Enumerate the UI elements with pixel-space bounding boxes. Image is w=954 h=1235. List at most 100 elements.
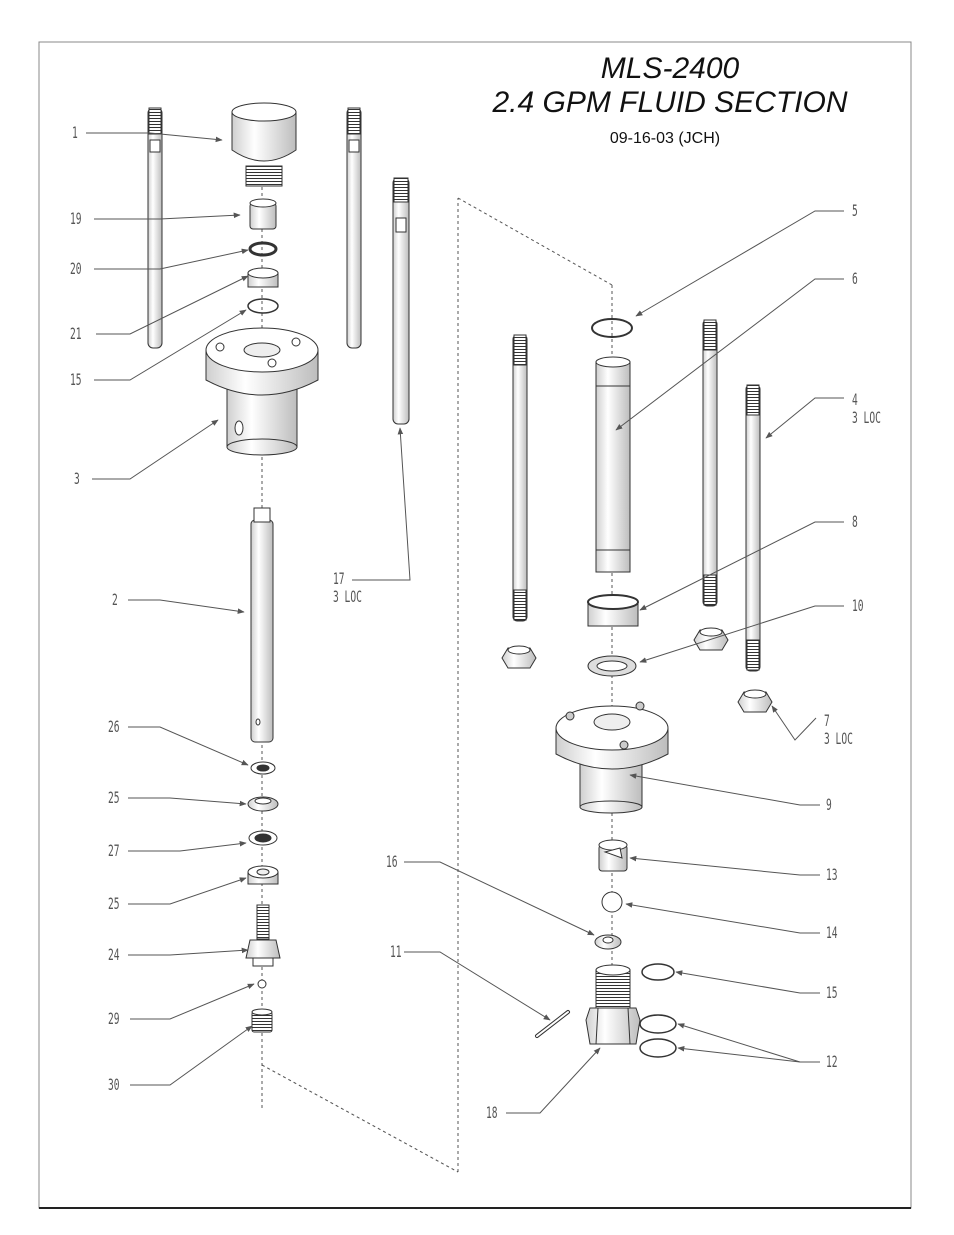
leader-10 (640, 606, 844, 662)
callout-19: 19 (70, 210, 82, 228)
part-20 (250, 243, 276, 255)
model-title: MLS-2400 (540, 52, 800, 86)
callout-8: 8 (852, 513, 858, 531)
leader-19 (94, 215, 240, 219)
callout-20: 20 (70, 260, 82, 278)
callout-16: 16 (386, 853, 398, 871)
part-16 (595, 935, 621, 949)
leader-13 (630, 858, 820, 875)
callout-25-lower: 25 (108, 895, 120, 913)
nut-1 (502, 646, 536, 668)
rod-17 (393, 178, 409, 424)
leader-21 (96, 276, 248, 334)
nut-7 (738, 690, 772, 712)
part-25-upper (248, 797, 278, 811)
part-29-ball (258, 980, 266, 988)
part-6-cylinder (596, 357, 630, 572)
callout-11: 11 (390, 943, 402, 961)
part-8 (588, 595, 638, 626)
callout-17-note: 3 LOC (333, 588, 362, 606)
leader-3 (92, 420, 218, 479)
part-19 (250, 199, 276, 229)
callout-1: 1 (72, 124, 78, 142)
leader-27 (128, 843, 246, 851)
leader-16 (404, 862, 594, 935)
part-18-housing (586, 965, 640, 1044)
callout-18: 18 (486, 1104, 498, 1122)
leader-12-b (678, 1048, 800, 1062)
callout-7: 7 3 LOC (824, 712, 853, 748)
leader-15-lower (676, 972, 820, 993)
leader-20 (94, 250, 248, 269)
leader-26 (128, 727, 248, 765)
callout-3: 3 (74, 470, 80, 488)
leader-30 (130, 1026, 252, 1085)
leader-lines (86, 133, 844, 1113)
part-13 (599, 840, 627, 871)
part-1-cap (232, 103, 296, 186)
callout-15-upper: 15 (70, 371, 82, 389)
callout-7-note: 3 LOC (824, 730, 853, 748)
callout-5: 5 (852, 202, 858, 220)
callout-24: 24 (108, 946, 120, 964)
part-15-ring-upper (248, 299, 278, 313)
part-10 (588, 656, 636, 676)
callout-10: 10 (852, 597, 864, 615)
leader-9 (630, 775, 820, 805)
callout-15-lower: 15 (826, 984, 838, 1002)
callout-17-number: 17 (333, 570, 362, 588)
callout-4-note: 3 LOC (852, 409, 881, 427)
part-14-ball (602, 892, 622, 912)
leader-14 (626, 904, 820, 933)
part-15-ring-lower (642, 964, 674, 980)
leader-6 (616, 279, 844, 430)
tie-rod-right-3 (746, 385, 760, 671)
callout-21: 21 (70, 325, 82, 343)
leader-5 (636, 211, 844, 316)
callout-2: 2 (112, 591, 118, 609)
callout-13: 13 (826, 866, 838, 884)
part-2-plunger (251, 508, 273, 742)
dashed-connector-top (458, 198, 612, 285)
revision-date: 09-16-03 (JCH) (575, 130, 755, 148)
callout-7-number: 7 (824, 712, 853, 730)
callout-12: 12 (826, 1053, 838, 1071)
part-3-flange (206, 328, 318, 455)
callout-14: 14 (826, 924, 838, 942)
callout-4-number: 4 (852, 391, 881, 409)
section-title: 2.4 GPM FLUID SECTION (470, 86, 870, 120)
callout-4: 4 3 LOC (852, 391, 881, 427)
leader-18 (506, 1048, 600, 1113)
leader-17 (352, 428, 410, 580)
part-30 (252, 1009, 272, 1032)
dashed-connector-diagonal (262, 1065, 458, 1172)
leader-25-lower (128, 878, 246, 904)
callout-6: 6 (852, 270, 858, 288)
part-9-flange (556, 702, 668, 813)
callout-25-upper: 25 (108, 789, 120, 807)
leader-24 (128, 950, 248, 955)
leader-7 (772, 706, 816, 740)
tie-rod-center (347, 108, 361, 348)
callout-27: 27 (108, 842, 120, 860)
callout-30: 30 (108, 1076, 120, 1094)
sheet-border (39, 42, 911, 1208)
callout-17: 17 3 LOC (333, 570, 362, 606)
callout-26: 26 (108, 718, 120, 736)
tie-rod-right-1 (513, 335, 527, 621)
leader-29 (130, 984, 254, 1019)
leader-8 (640, 522, 844, 610)
tie-rod-left (148, 108, 162, 348)
leader-4 (766, 398, 844, 438)
leader-11 (404, 952, 550, 1020)
callout-29: 29 (108, 1010, 120, 1028)
part-21 (248, 268, 278, 287)
leader-25-upper (128, 798, 246, 804)
part-12-ring-b (640, 1039, 676, 1057)
callout-9: 9 (826, 796, 832, 814)
part-12-ring-a (640, 1015, 676, 1033)
part-24 (246, 905, 280, 966)
leader-2 (128, 600, 244, 612)
part-26 (251, 762, 275, 774)
part-27 (249, 831, 277, 845)
